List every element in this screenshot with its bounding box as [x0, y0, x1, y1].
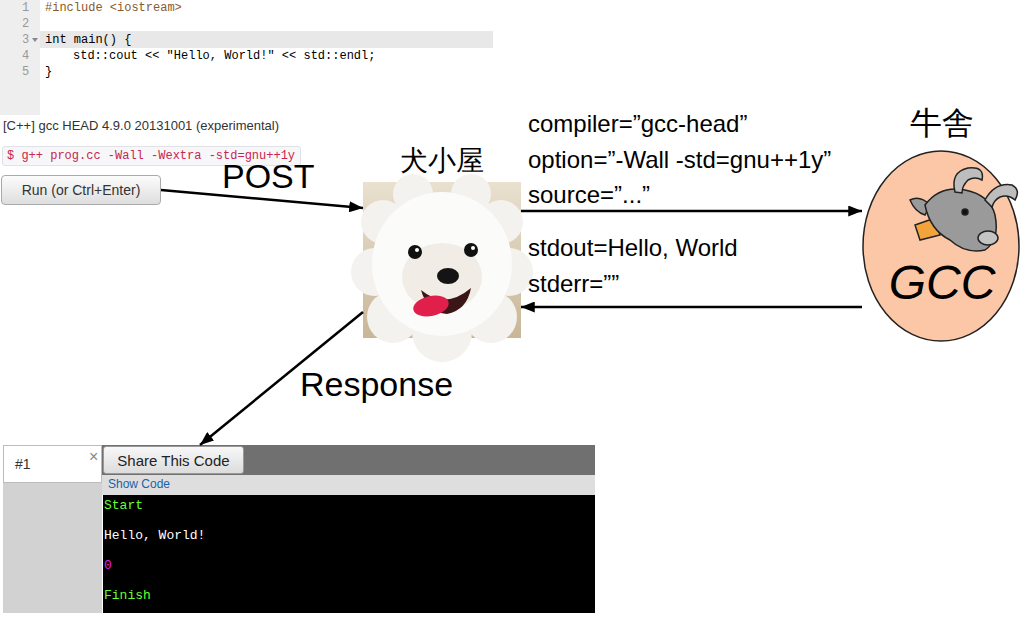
button-label: Run (or Ctrl+Enter)	[22, 182, 141, 198]
flow-arrow	[521, 210, 862, 213]
egg-shape	[863, 151, 1019, 341]
line-number: 4	[22, 48, 29, 64]
line-number: 1	[22, 0, 29, 16]
code-line: int main() {	[45, 32, 131, 48]
panel-toolbar	[102, 445, 595, 475]
console-line: Start	[104, 498, 143, 514]
share-button: Share This Code	[103, 446, 244, 474]
code-line: }	[45, 64, 52, 80]
show-code-bar	[102, 475, 595, 495]
compiler-egg: 牛舎 GCC	[862, 105, 1022, 343]
run-button: Run (or Ctrl+Enter)	[1, 175, 161, 205]
editor-gutter	[0, 0, 40, 115]
console-output: StartHello, World! 0Finish	[103, 495, 595, 613]
code-line: #include <iostream>	[45, 0, 182, 16]
request-field: compiler=”gcc-head”	[528, 112, 747, 136]
node-title: 牛舎	[862, 105, 1022, 141]
line-number: 5	[22, 64, 29, 80]
button-label: Share This Code	[117, 452, 229, 469]
result-panel: #1 × Show Code Share This CodeStartHello, W…	[3, 445, 595, 613]
request-field: option=”-Wall -std=gnu++1y”	[528, 148, 831, 172]
server-dog: 犬小屋	[363, 145, 521, 339]
dog-photo	[351, 174, 533, 362]
gnu-head	[910, 168, 1017, 251]
node-title: 犬小屋	[363, 145, 521, 177]
tab-label: #1	[15, 455, 31, 473]
line-number: 2	[22, 16, 29, 32]
line-number: 3	[22, 32, 29, 48]
edge-label: Response	[300, 366, 453, 402]
console-line: Hello, World!	[104, 528, 205, 544]
compiler-info: [C++] gcc HEAD 4.9.0 20131001 (experimen…	[3, 118, 279, 134]
request-field: source=”...”	[528, 183, 650, 207]
console-line: 0	[104, 558, 112, 574]
panel-tab	[4, 446, 102, 483]
response-field: stdout=Hello, World	[528, 236, 738, 260]
active-line	[40, 31, 493, 48]
console-line: Finish	[104, 588, 151, 604]
edge-label: POST	[222, 158, 315, 194]
fold-marker	[32, 38, 38, 42]
tab-close: ×	[89, 448, 98, 466]
flow-arrow	[521, 306, 862, 309]
show-code-link: Show Code	[108, 477, 170, 492]
code-line: std::cout << "Hello, World!" << std::end…	[73, 48, 375, 64]
response-field: stderr=””	[528, 272, 619, 296]
panel-sidebar	[3, 445, 102, 613]
compiler-name: GCC	[862, 257, 1022, 309]
